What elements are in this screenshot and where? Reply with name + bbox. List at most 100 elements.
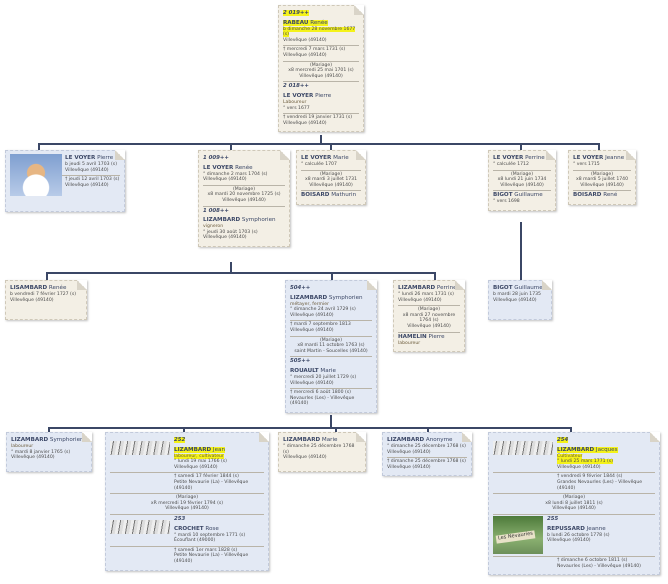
event-text: ° vers 1677 bbox=[283, 106, 359, 112]
person-name[interactable]: LIZAMBARD Jean bbox=[174, 446, 264, 454]
surname: BOISARD bbox=[573, 192, 602, 199]
event-text: b lundi 26 octobre 1778 (s) bbox=[547, 533, 655, 539]
connector-line bbox=[38, 143, 40, 151]
text: Villevêque (49140) bbox=[174, 464, 218, 470]
person-name[interactable]: LIZAMBARD Marie bbox=[283, 437, 361, 444]
event-text: Villevêque (49140) bbox=[11, 455, 87, 461]
signature-image[interactable] bbox=[493, 441, 553, 455]
surname: RABEAU bbox=[283, 19, 309, 26]
text: † jeudi 12 avril 1703 (s) bbox=[65, 177, 120, 183]
person-name[interactable]: HAMELIN Pierre bbox=[398, 334, 460, 341]
event-section: † dimanche 25 décembre 1768 (s)Villevêqu… bbox=[387, 458, 467, 472]
person-name[interactable]: BIGOT Guillaume bbox=[493, 192, 551, 199]
person-name[interactable]: LIZAMBARD Symphorien bbox=[203, 217, 285, 224]
person-name[interactable]: RABEAU Renée bbox=[283, 19, 359, 27]
event-text: Villevêque (49140) bbox=[387, 450, 467, 456]
portrait-image[interactable] bbox=[10, 154, 62, 196]
person-name[interactable]: LE VOYER Pierre bbox=[10, 155, 120, 162]
person-name[interactable]: CROCHET Rose bbox=[174, 526, 264, 533]
person-card-perrine[interactable]: LE VOYER Perrine° calculée 1712(Mariage)… bbox=[488, 150, 556, 211]
text: Petite Nevaurie (La) - Villevêque (49140… bbox=[174, 553, 249, 564]
text: x8 mercredi 25 mai 1701 (s) bbox=[288, 68, 354, 74]
text: † mardi 7 septembre 1813 bbox=[290, 322, 351, 328]
person-card-marie[interactable]: LE VOYER Marie° calculée 1707(Mariage)x8… bbox=[296, 150, 366, 206]
event-text: Villevêque (49140) bbox=[283, 74, 359, 80]
name-wrap: BOISARD Mathurin bbox=[301, 192, 356, 198]
event-text: Nevaurles (Les) - Villevêque (49140) bbox=[557, 564, 655, 570]
section-body: (Mariage)x8 lundi 8 juillet 1811 (s)Vill… bbox=[493, 495, 655, 512]
marriage-section: (Mariage)x8 mardi 27 novembre 1764 (s)Vi… bbox=[398, 306, 460, 333]
person-name[interactable]: LIZAMBARD Symphorien bbox=[11, 437, 87, 444]
event-text: x8 lundi 21 juin 1734 bbox=[493, 177, 551, 183]
connector-line bbox=[38, 143, 600, 145]
event-text: (Mariage) bbox=[290, 338, 372, 344]
event-text: † dimanche 25 décembre 1768 (s) bbox=[387, 459, 467, 465]
person-card-jeanne[interactable]: LE VOYER Jeanne° vers 1715(Mariage)x8 ma… bbox=[568, 150, 636, 206]
event-section: LIZAMBARD Marie° dimanche 25 décembre 17… bbox=[283, 436, 361, 463]
given-name: René bbox=[603, 192, 618, 199]
person-name[interactable]: ROUAULT Marie bbox=[290, 368, 372, 375]
photo-image[interactable]: Les Nevauries bbox=[493, 515, 543, 554]
event-text: (Mariage) bbox=[283, 63, 359, 69]
text: 252 bbox=[174, 437, 186, 443]
person-name[interactable]: BOISARD René bbox=[573, 192, 631, 199]
event-text: Villevêque (49140) bbox=[203, 235, 285, 241]
connector-line bbox=[330, 415, 332, 428]
event-section: BIGOT Guillaume° vers 1698 bbox=[493, 191, 551, 207]
person-card-renee1009[interactable]: 1 009++LE VOYER Renée° dimanche 2 mars 1… bbox=[198, 150, 290, 247]
text: Villevêque (49140) bbox=[10, 297, 54, 303]
sosa-number: 254 bbox=[557, 437, 655, 444]
person-name[interactable]: LIZAMBARD Perrine bbox=[398, 285, 460, 292]
person-card-anon[interactable]: LIZAMBARD Anonyme° dimanche 25 décembre … bbox=[382, 432, 472, 477]
person-name[interactable]: LE VOYER Perrine bbox=[493, 155, 551, 162]
section-body: † dimanche 6 octobre 1811 (s)Nevaurles (… bbox=[557, 558, 655, 569]
event-text: x8 lundi 8 juillet 1811 (s) bbox=[493, 501, 655, 507]
text: Villevêque (49140) bbox=[500, 182, 544, 188]
signature-image[interactable] bbox=[110, 441, 170, 455]
occupation: laboureur bbox=[398, 341, 460, 347]
person-name[interactable]: LISAMBARD Renée bbox=[10, 285, 82, 292]
event-text: (Mariage) bbox=[110, 495, 264, 501]
text: Villevêque (49140) bbox=[203, 177, 247, 183]
person-card-perrineL[interactable]: LIZAMBARD Perrine° lundi 26 mars 1731 (s… bbox=[393, 280, 465, 353]
person-name[interactable]: REPUSSARD Jeanne bbox=[547, 526, 655, 533]
event-text: Villevêque (49140) bbox=[10, 183, 120, 189]
person-name[interactable]: LIZAMBARD Jacques bbox=[557, 446, 655, 454]
section-body: † mercredi 7 mars 1731 (s)Villevêque (49… bbox=[283, 47, 359, 58]
person-name[interactable]: BOISARD Mathurin bbox=[301, 192, 361, 199]
event-text: ° dimanche 25 décembre 1768 (s) bbox=[387, 444, 467, 450]
event-text: Villevêque (49140) bbox=[557, 465, 655, 471]
given-name: Guillaume bbox=[514, 192, 543, 199]
person-name[interactable]: LIZAMBARD Symphorien bbox=[290, 295, 372, 302]
surname: LE VOYER bbox=[301, 155, 332, 161]
event-section: † vendredi 19 janvier 1731 (s)Villevêque… bbox=[283, 114, 359, 128]
person-card-marieL[interactable]: LIZAMBARD Marie° dimanche 25 décembre 17… bbox=[278, 432, 366, 472]
section-body: † jeudi 12 avril 1703 (s)Villevêque (491… bbox=[10, 177, 120, 188]
person-name[interactable]: LIZAMBARD Anonyme bbox=[387, 437, 467, 444]
person-name[interactable]: BIGOT Guillaume bbox=[493, 285, 547, 292]
text: (Mariage) bbox=[309, 62, 333, 68]
event-text: Villevêque (49140) bbox=[573, 183, 631, 189]
person-name[interactable]: LE VOYER Renée bbox=[203, 165, 285, 172]
text: 504++ bbox=[290, 285, 311, 291]
person-name[interactable]: LE VOYER Jeanne bbox=[573, 155, 631, 162]
event-section: LE VOYER Marie° calculée 1707 bbox=[301, 154, 361, 171]
text: ° vers 1698 bbox=[493, 199, 520, 205]
person-name[interactable]: LE VOYER Pierre bbox=[283, 93, 359, 100]
text: Villevêque (49140) bbox=[290, 327, 334, 333]
person-name[interactable]: LE VOYER Marie bbox=[301, 155, 361, 162]
sosa-number: 253 bbox=[174, 516, 264, 523]
section-body: LIZAMBARD Marie° dimanche 25 décembre 17… bbox=[283, 437, 361, 461]
signature-image[interactable] bbox=[110, 519, 170, 534]
